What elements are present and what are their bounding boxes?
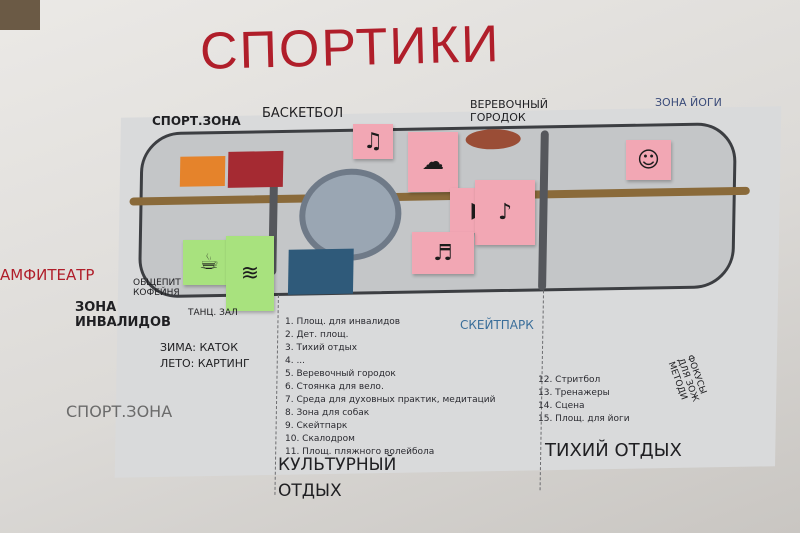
legend-right: 12. Стритбол 13. Тренажеры 14. Сцена 15.… [538, 374, 678, 426]
label-dance: ТАНЦ. ЗАЛ [188, 308, 238, 318]
sticky-yoga: ☺ [626, 140, 671, 180]
legend-item: 14. Сцена [538, 401, 585, 411]
label-cultural: КУЛЬТУРНЫЙ ОТДЫХ [278, 455, 397, 501]
sticky-dj: ♪ [475, 180, 535, 245]
legend-item: 11. Площ. пляжного волейбола [285, 447, 435, 457]
legend-item: 7. Среда для духовных практик, медитаций [285, 395, 496, 405]
label-winter-summer: ЗИМА: КАТОК ЛЕТО: КАРТИНГ [160, 341, 250, 370]
sticky-dance: ♫ [353, 124, 393, 159]
blue-block [287, 248, 354, 295]
sticky-pool: ☁ [408, 132, 458, 192]
legend-item: 4. ... [285, 356, 306, 366]
label-skatepark: СКЕЙТПАРК [460, 318, 534, 332]
red-block [227, 150, 284, 188]
legend-item: 5. Веревочный городок [285, 369, 396, 379]
legend-item: 15. Площ. для йоги [538, 414, 630, 424]
label-quiet: ТИХИЙ ОТДЫХ [545, 440, 682, 461]
legend-item: 3. Тихий отдых [285, 343, 358, 353]
sticky-wifi: ≋ [226, 236, 274, 311]
poster-title: СПОРТИКИ [199, 15, 502, 81]
label-sport-zone-top: СПОРТ.ЗОНА [152, 114, 241, 128]
label-sport-zone-bottom: СПОРТ.ЗОНА [66, 402, 173, 421]
legend-item: 13. Тренажеры [538, 388, 610, 398]
orange-block [179, 155, 226, 187]
legend-item: 2. Дет. площ. [285, 330, 349, 340]
label-basketball: БАСКЕТБОЛ [262, 106, 344, 121]
label-rope-town: ВЕРЕВОЧНЫЙ ГОРОДОК [470, 98, 549, 124]
legend-item: 1. Площ. для инвалидов [285, 317, 401, 327]
legend-item: 12. Стритбол [538, 375, 601, 385]
legend-item: 8. Зона для собак [285, 408, 370, 418]
legend-item: 10. Скалодром [285, 434, 355, 444]
label-amphitheatre: АМФИТЕАТР [0, 266, 95, 284]
label-disabled: ЗОНА ИНВАЛИДОВ [75, 300, 171, 330]
label-cafe: ОБЩЕПИТ КОФЕЙНЯ [133, 278, 181, 298]
label-yoga: ЗОНА ЙОГИ [655, 96, 722, 109]
legend-left: 1. Площ. для инвалидов 2. Дет. площ. 3. … [285, 316, 525, 459]
legend-item: 6. Стоянка для вело. [285, 382, 384, 392]
legend-item: 9. Скейтпарк [285, 421, 348, 431]
sticky-guitar: ♬ [412, 232, 474, 274]
background-wood [0, 0, 40, 30]
